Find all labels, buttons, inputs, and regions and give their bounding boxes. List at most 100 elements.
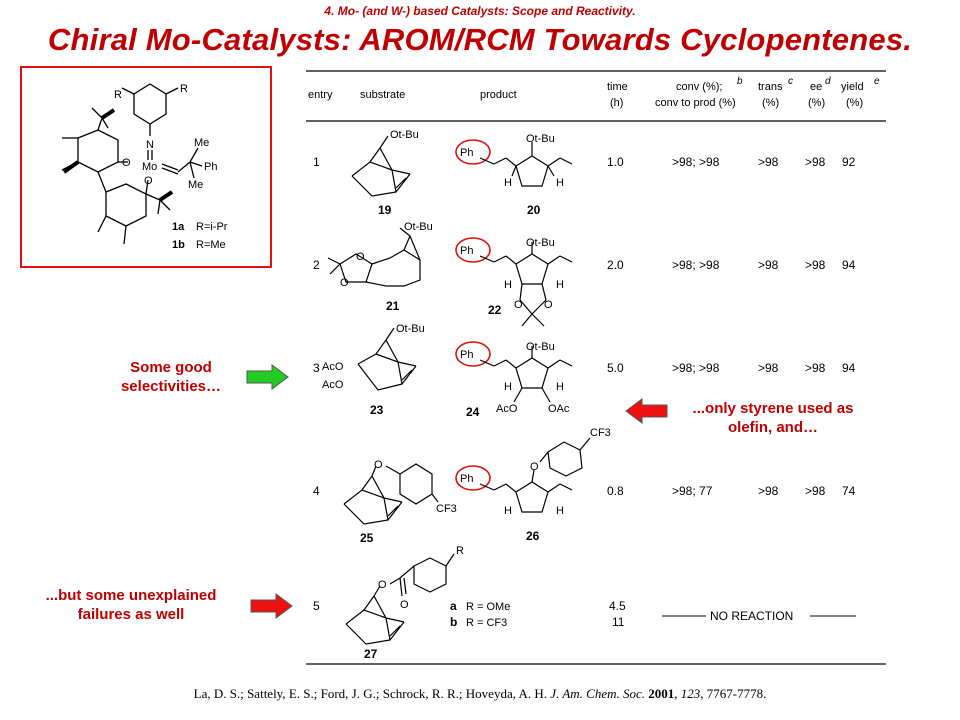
citation-pages: , 7767-7778. xyxy=(700,686,767,701)
citation-year: 2001 xyxy=(648,686,675,701)
catalyst-variant-1b-id: 1b xyxy=(172,239,185,251)
catalyst-o-label: O xyxy=(122,157,131,169)
table-row: 4 O CF3 25 Ph O xyxy=(313,427,856,545)
catalyst-r-label: R xyxy=(180,83,188,95)
annotation-line: selectivities… xyxy=(120,378,222,395)
product-compound-number: 24 xyxy=(466,405,480,419)
row-ee: >98 xyxy=(805,155,826,169)
row-ee: >98 xyxy=(805,258,826,272)
substrate-compound-number: 27 xyxy=(364,647,378,661)
variant-a-label: a xyxy=(450,599,457,613)
ph-highlight-circle xyxy=(455,139,491,165)
catalyst-r-label: R xyxy=(114,89,122,101)
row-conv: >98; >98 xyxy=(672,361,720,375)
chem-label: Ot-Bu xyxy=(526,341,555,353)
chem-label: R xyxy=(456,545,464,557)
header-time: time xyxy=(607,81,628,93)
reaction-table: entry substrate product time (h) conv (%… xyxy=(306,70,886,665)
row-trans: >98 xyxy=(758,361,779,375)
annotation-line: ...only styrene used as xyxy=(692,400,854,417)
chem-label: O xyxy=(378,579,387,591)
chem-label: O xyxy=(514,299,523,311)
table-row: 3 Ot-Bu AcO AcO 23 Ph Ot-Bu H H xyxy=(313,323,856,419)
annotation-line: Some good xyxy=(130,359,212,376)
annotation-good-selectivities: Some good selectivities… xyxy=(96,358,246,396)
catalyst-variant-1a-id: 1a xyxy=(172,221,185,233)
chem-label: O xyxy=(340,277,349,289)
product-compound-number: 26 xyxy=(526,529,540,543)
footnote-b: b xyxy=(737,76,743,87)
row-time: 1.0 xyxy=(607,155,624,169)
product-compound-number: 22 xyxy=(488,303,502,317)
citation-volume: 123 xyxy=(680,686,701,701)
header-product: product xyxy=(480,89,517,101)
table-row: 2 O O Ot-Bu 21 xyxy=(313,221,856,327)
citation-journal: J. Am. Chem. Soc. xyxy=(550,686,646,701)
ph-highlight-circle xyxy=(455,465,491,491)
catalyst-n-label: N xyxy=(146,139,154,151)
catalyst-ph-label: Ph xyxy=(204,161,217,173)
row-entry: 1 xyxy=(313,155,320,169)
catalyst-mo-label: Mo xyxy=(142,161,157,173)
chem-label: O xyxy=(356,251,365,263)
chem-label: O xyxy=(374,459,383,471)
header-entry: entry xyxy=(308,89,333,101)
chem-label: H xyxy=(556,177,564,189)
chem-label: O xyxy=(400,599,409,611)
chem-label: H xyxy=(504,177,512,189)
catalyst-o-label: O xyxy=(144,175,153,187)
red-arrow-right-icon xyxy=(250,593,293,619)
substrate-compound-number: 19 xyxy=(378,203,392,217)
chem-label: Ot-Bu xyxy=(404,221,433,233)
row-trans: >98 xyxy=(758,155,779,169)
substrate-structure xyxy=(327,227,421,287)
chem-label: H xyxy=(556,505,564,517)
catalyst-variant-1a-desc: R=i-Pr xyxy=(196,221,228,233)
catalyst-structure-drawing: R R N Mo O O Me Ph Me 1a R=i-Pr 1b R=Me xyxy=(61,83,228,251)
ph-highlight-circle xyxy=(455,341,491,367)
row-entry: 4 xyxy=(313,484,320,498)
table-row: 1 Ot-Bu 19 Ph Ot-Bu H H 20 1.0 xyxy=(313,129,856,217)
table-row: 5 O O R a R = OMe b R = CF3 27 4.5 11 NO… xyxy=(313,545,856,661)
row-time-b: 11 xyxy=(612,615,625,629)
row-time: 0.8 xyxy=(607,484,624,498)
red-arrow-left-icon xyxy=(625,398,668,424)
chem-label: Ot-Bu xyxy=(396,323,425,335)
product-structure xyxy=(479,142,573,187)
chem-label: O xyxy=(530,461,539,473)
ph-highlight-circle xyxy=(455,237,491,263)
variant-b-desc: R = CF3 xyxy=(466,617,507,629)
substrate-structure xyxy=(357,327,417,391)
substrate-structure xyxy=(345,553,455,645)
catalyst-variant-1b-desc: R=Me xyxy=(196,239,226,251)
chem-label: H xyxy=(556,381,564,393)
chem-label: O xyxy=(544,299,553,311)
footnote-e: e xyxy=(874,76,880,87)
header-yield-unit: (%) xyxy=(846,97,863,109)
row-entry: 2 xyxy=(313,258,320,272)
chem-label: Ph xyxy=(460,147,473,159)
chem-label: H xyxy=(556,279,564,291)
product-compound-number: 20 xyxy=(527,203,541,217)
variant-b-label: b xyxy=(450,615,457,629)
row-conv: >98; 77 xyxy=(672,484,713,498)
row-trans: >98 xyxy=(758,258,779,272)
substrate-compound-number: 21 xyxy=(386,299,400,313)
annotation-line: olefin, and… xyxy=(728,419,818,436)
annotation-line: failures as well xyxy=(77,606,185,623)
chem-label: CF3 xyxy=(590,427,611,439)
chem-label: H xyxy=(504,381,512,393)
chem-label: Ot-Bu xyxy=(526,133,555,145)
product-structure xyxy=(479,242,573,327)
chem-label: Ph xyxy=(460,473,473,485)
row-time: 2.0 xyxy=(607,258,624,272)
substrate-structure xyxy=(351,135,411,197)
chem-label: Ph xyxy=(460,245,473,257)
row-yield: 92 xyxy=(842,155,856,169)
row-time-a: 4.5 xyxy=(609,599,626,613)
header-ee-unit: (%) xyxy=(808,97,825,109)
chem-label: H xyxy=(504,279,512,291)
header-conv: conv (%); xyxy=(676,81,722,93)
product-structure xyxy=(479,346,573,403)
catalyst-me-label: Me xyxy=(188,179,203,191)
